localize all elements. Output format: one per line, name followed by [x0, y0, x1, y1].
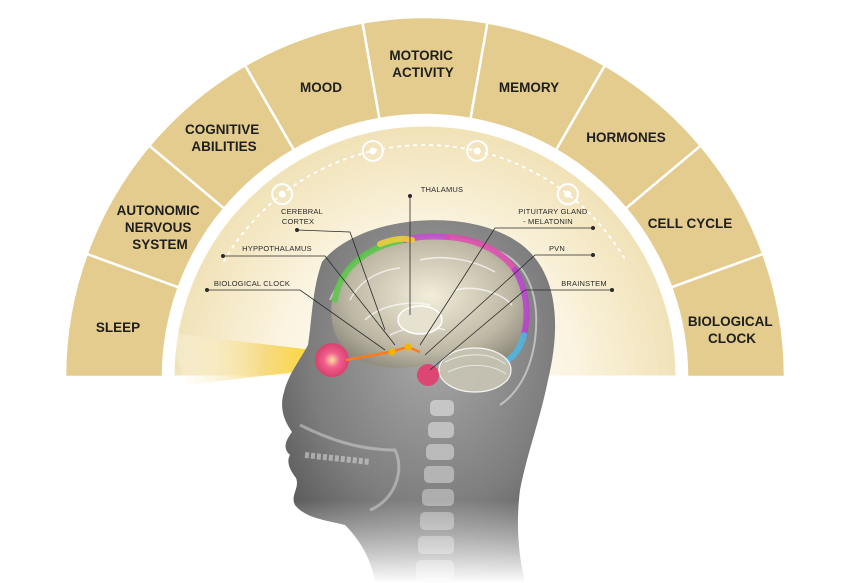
head-illustration	[282, 220, 556, 583]
light-beam	[170, 333, 330, 385]
floor-fade	[0, 500, 850, 583]
function-labels: SLEEP AUTONOMIC NERVOUS SYSTEM COGNITIVE…	[96, 48, 776, 346]
label-sleep: SLEEP	[96, 320, 140, 335]
label-cognitive-abilities: COGNITIVE ABILITIES	[185, 122, 263, 154]
ring-marker	[271, 183, 294, 206]
ring-marker-dot	[473, 147, 481, 155]
label-motoric-activity: MOTORIC ACTIVITY	[389, 48, 456, 80]
structure-labels: CEREBRAL CORTEX HYPPOTHALAMUS BIOLOGICAL…	[214, 185, 607, 288]
ring-marker	[466, 139, 489, 162]
ring-marker-dot	[369, 147, 377, 155]
label-biological-clock-segment: BIOLOGICAL CLOCK	[688, 314, 776, 346]
label-thalamus: THALAMUS	[421, 185, 463, 194]
label-pvn: PVN	[549, 244, 565, 253]
function-arc	[63, 15, 787, 379]
label-autonomic-nervous-system: AUTONOMIC NERVOUS SYSTEM	[117, 203, 204, 252]
label-memory: MEMORY	[499, 80, 559, 95]
label-cerebral-cortex: CEREBRAL CORTEX	[281, 207, 325, 226]
label-cell-cycle: CELL CYCLE	[648, 216, 733, 231]
label-hormones: HORMONES	[586, 130, 666, 145]
label-mood: MOOD	[300, 80, 342, 95]
label-pituitary-gland: PITUITARY GLAND - MELATONIN	[518, 207, 590, 226]
ring-marker	[361, 139, 384, 162]
ring-marker	[556, 183, 579, 206]
callout-lines	[204, 193, 615, 371]
label-brainstem: BRAINSTEM	[561, 279, 607, 288]
label-biological-clock: BIOLOGICAL CLOCK	[214, 279, 290, 288]
segment-biological-clock	[669, 252, 787, 379]
label-hypothalamus: HYPPOTHALAMUS	[242, 244, 312, 253]
ring-marker-dot	[564, 190, 572, 198]
ring-marker-dot	[278, 190, 286, 198]
